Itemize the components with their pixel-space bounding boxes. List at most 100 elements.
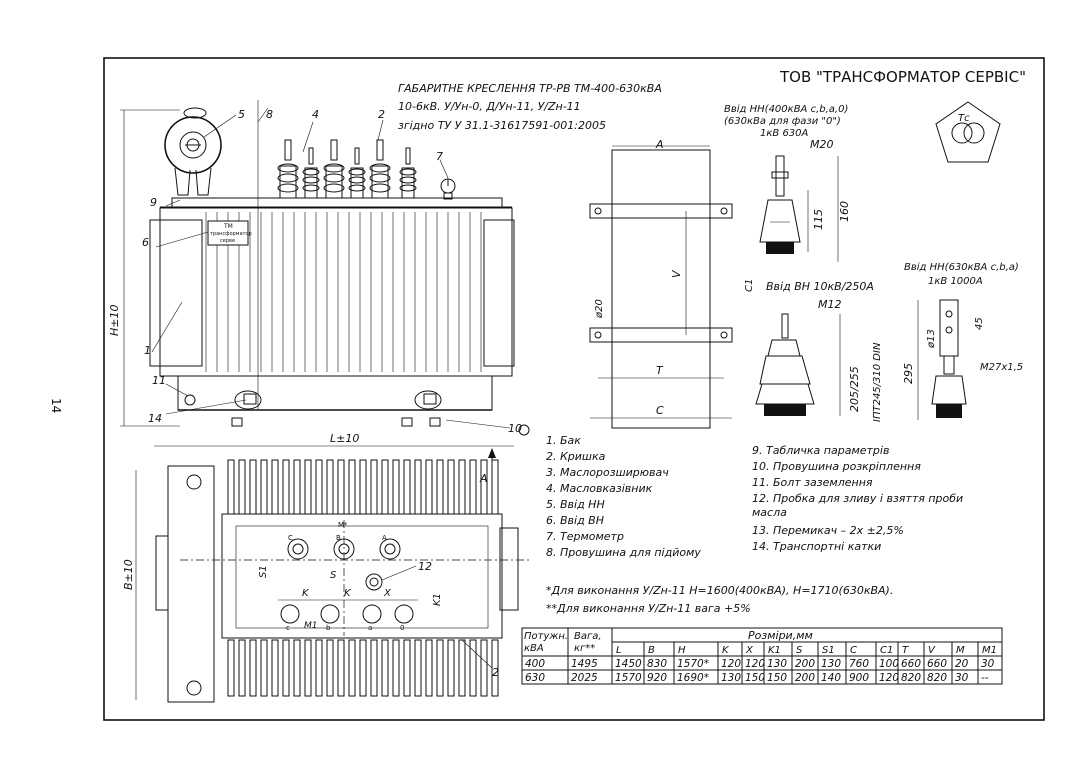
view-a-dim-a: А	[655, 138, 664, 151]
table-cell: 100	[879, 658, 899, 670]
table-cell: 130	[821, 658, 841, 670]
view-a-dim-v: V	[670, 269, 683, 278]
front-callouts: 5 8 4 2 7 9 6 1 11 14 10	[142, 107, 530, 436]
table-cell: 760	[849, 658, 869, 670]
table-cell: 2025	[571, 672, 598, 684]
table-cell: 120	[721, 658, 741, 670]
lv2-title-1: Ввід НН(630кВА с,b,а)	[904, 261, 1019, 273]
table-cell: --	[981, 672, 989, 684]
drain-plug	[184, 394, 196, 406]
legend-item-4: 4. Масловказівник	[546, 482, 653, 495]
length-dim: L±10	[330, 432, 359, 445]
lv2-phi13: ø13	[926, 329, 937, 349]
view-a-dim-c1: С1	[744, 279, 755, 292]
nameplate-line-1: ТМ	[223, 223, 233, 230]
callout-6: 4	[312, 108, 319, 121]
table-cell: 1690*	[677, 672, 709, 684]
table-cell: 120	[879, 672, 899, 684]
tank-base	[177, 375, 493, 411]
plan-lid	[221, 513, 503, 639]
title-line-1: ГАБАРИТНЕ КРЕСЛЕННЯ ТР-РВ ТМ-400-630кВА	[398, 82, 662, 95]
hv-din: ІПТ245/310 DIN	[872, 342, 883, 422]
table-cell: 150	[767, 672, 787, 684]
term-a: а	[368, 624, 372, 632]
table-cell: 30	[981, 658, 995, 670]
table-cell: 820	[927, 672, 947, 684]
dim-k-1: K	[302, 588, 310, 599]
table-cell: 900	[849, 672, 869, 684]
table-cell: 660	[901, 658, 921, 670]
dim-s1: S1	[258, 565, 269, 578]
hv-bushing-title: Ввід ВН 10кВ/250А	[766, 280, 874, 293]
plan-conservator	[167, 465, 215, 703]
view-a-dim-c: С	[656, 404, 664, 417]
lv-dim-160: 160	[838, 201, 851, 222]
dim-k-2: K	[344, 588, 352, 599]
table-col-v: V	[928, 645, 936, 656]
lv-bushing-m20: М20	[810, 138, 834, 151]
legend-item-12: 12. Пробка для зливу і взяття проби	[752, 492, 963, 505]
note-2: **Для виконання У/Zн-11 вага +5%	[546, 602, 751, 615]
dim-k1: K1	[432, 593, 443, 606]
nameplate-line-3: серве	[220, 238, 235, 244]
callout-1: 1	[144, 344, 151, 357]
table-cell: 140	[821, 672, 841, 684]
title-line-2: 10-6кВ. У/Ун-0, Д/Ун-11, У/Zн-11	[398, 100, 581, 113]
table-col-s1: S1	[822, 645, 835, 656]
dim-m1: M1	[304, 621, 318, 631]
dim-x: X	[383, 588, 392, 599]
term-c: с	[286, 624, 290, 632]
table-col-k1: K1	[768, 645, 781, 656]
table-cell: 200	[795, 672, 815, 684]
term-b: b	[326, 624, 331, 632]
lv2-dim-295: 295	[902, 363, 915, 384]
legend-item-8: 8. Провушина для підйому	[546, 546, 701, 559]
callout-11: 10	[508, 422, 522, 435]
legend-item-12b: масла	[752, 506, 787, 519]
view-a: А V Т С ø20 С1	[589, 138, 755, 429]
hv-bushings	[277, 139, 417, 199]
table-cell: 820	[901, 672, 921, 684]
table-cell: 150	[745, 672, 765, 684]
table-col-l: L	[616, 645, 622, 656]
legend-item-7: 7. Термометр	[546, 530, 624, 543]
company-name: ТОВ "ТРАНСФОРМАТОР СЕРВІС"	[779, 68, 1026, 86]
legend-item-9: 9. Табличка параметрів	[752, 444, 889, 457]
plan-view: С В А М* 12 с b а 0 S S1 K K X K1 M1 А 2…	[122, 448, 530, 703]
legend-item-6: 6. Ввід ВН	[546, 514, 604, 527]
svg-text:А: А	[382, 534, 387, 542]
table-cell: 920	[647, 672, 667, 684]
table-cell: 130	[767, 658, 787, 670]
height-dim: Н±10	[108, 305, 121, 337]
legend-item-13: 13. Перемикач – 2х ±2,5%	[752, 524, 904, 537]
legend-item-11: 11. Болт заземлення	[752, 476, 873, 489]
table-cell: 20	[955, 658, 969, 670]
callout-2: 2	[492, 666, 499, 679]
lv-dim-115: 115	[812, 209, 825, 230]
legend-right: 9. Табличка параметрів 10. Провушина роз…	[752, 444, 963, 553]
plan-m-star: М*	[338, 521, 348, 529]
table-col-c1: C1	[880, 645, 893, 656]
radiator-fins	[205, 212, 482, 372]
lv2-bushing-detail: Ввід НН(630кВА с,b,а) 1кВ 1000А 45 ø13 М…	[902, 261, 1023, 420]
table-cell: 1495	[571, 658, 598, 670]
table-cell: 630	[525, 672, 545, 684]
table-cell: 830	[647, 658, 667, 670]
table-head-group: Розміри,мм	[748, 629, 813, 642]
table-col-b: B	[648, 645, 655, 656]
drawing-frame	[103, 57, 1045, 721]
callout-7: 7	[436, 150, 443, 163]
callout-12: 11	[152, 374, 166, 387]
conservator	[164, 116, 222, 174]
callout-9: 6	[142, 236, 149, 249]
lv-bushing-detail: Ввід НН(400кВА с,b,а,0) (630кВа для фази…	[724, 103, 851, 262]
lv-bushing-title-1: Ввід НН(400кВА с,b,а,0)	[724, 103, 848, 115]
legend-item-14: 14. Транспортні катки	[752, 540, 881, 553]
legend-item-2: 2. Кришка	[546, 450, 606, 463]
view-a-dim-t: Т	[656, 364, 664, 377]
table-cell: 120	[745, 658, 765, 670]
table-cell: 1570*	[677, 658, 709, 670]
table-col-x: X	[745, 645, 754, 656]
view-a-label: А	[479, 472, 488, 485]
